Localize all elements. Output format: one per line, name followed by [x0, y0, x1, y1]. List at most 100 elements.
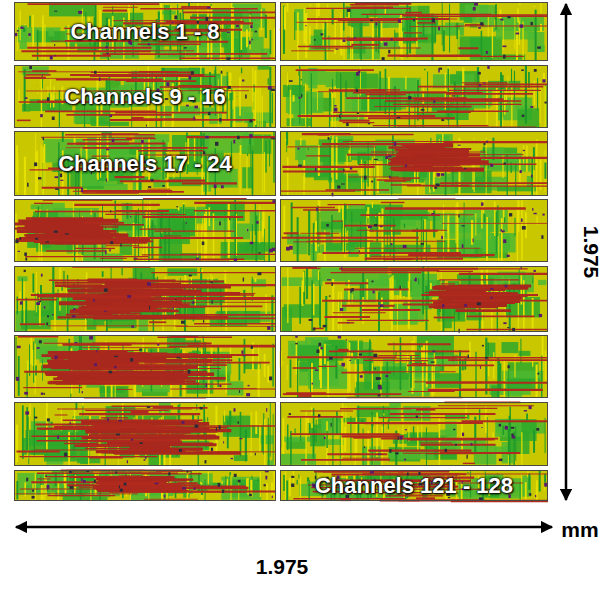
vertical-wire — [217, 278, 218, 279]
vertical-wire — [36, 151, 38, 194]
horizontal-wire — [439, 279, 519, 280]
cell-speck — [500, 19, 503, 21]
cell-speck — [337, 185, 340, 188]
cell-speck — [184, 47, 187, 48]
horizontal-wire — [348, 176, 399, 177]
cell-speck — [542, 79, 545, 82]
horizontal-wire — [455, 25, 548, 26]
vertical-wire — [403, 296, 404, 298]
cell-speck — [382, 57, 385, 60]
layout-block — [280, 266, 548, 333]
vertical-wire — [515, 163, 516, 196]
cell-speck — [503, 55, 505, 59]
congestion-wire — [24, 231, 104, 233]
horizontal-wire — [151, 272, 276, 273]
horizontal-wire — [326, 189, 389, 190]
horizontal-wire — [463, 163, 536, 164]
vertical-wire — [318, 3, 320, 16]
cell-speck — [47, 315, 49, 317]
cell-speck — [110, 241, 113, 244]
horizontal-wire — [437, 271, 473, 272]
vertical-wire — [230, 88, 232, 128]
vertical-wire — [318, 200, 319, 247]
horizontal-wire — [190, 17, 276, 19]
vertical-wire — [368, 141, 369, 186]
cell-speck — [186, 222, 187, 223]
horizontal-wire — [343, 141, 444, 142]
vertical-wire — [519, 4, 521, 6]
horizontal-wire — [368, 117, 455, 119]
horizontal-wire — [101, 133, 139, 135]
cell-speck — [329, 295, 331, 296]
horizontal-wire — [21, 50, 150, 52]
cell-speck — [458, 145, 461, 146]
horizontal-wire — [298, 46, 353, 48]
horizontal-wire — [142, 216, 243, 218]
cell-speck — [316, 208, 318, 211]
cell-speck — [313, 328, 315, 331]
horizontal-wire — [28, 3, 160, 5]
vertical-wire — [247, 153, 248, 156]
cell-speck — [109, 249, 111, 251]
cell-speck — [269, 249, 273, 253]
vertical-wire — [205, 222, 206, 262]
vertical-wire — [514, 14, 515, 49]
cell-speck — [438, 27, 440, 30]
vertical-wire — [294, 12, 295, 40]
horizontal-wire — [351, 6, 393, 8]
cell-speck — [131, 325, 134, 327]
cell-speck — [314, 39, 315, 41]
cell-speck — [356, 89, 358, 92]
horizontal-wire — [85, 296, 151, 298]
cell-speck — [148, 43, 151, 45]
cell-patch — [158, 209, 197, 232]
vertical-wire — [352, 294, 353, 303]
cell-speck — [249, 134, 252, 137]
vertical-wire — [268, 22, 269, 23]
cell-speck — [207, 7, 211, 9]
vertical-wire — [25, 298, 27, 332]
vertical-wire — [258, 364, 260, 398]
cell-speck — [110, 210, 111, 212]
vertical-wire — [308, 210, 310, 255]
vertical-wire — [269, 140, 270, 167]
vertical-wire — [283, 6, 285, 54]
layout-block — [14, 335, 276, 398]
vertical-wire — [287, 73, 288, 91]
horizontal-wire — [180, 284, 276, 286]
horizontal-wire — [72, 267, 150, 268]
vertical-wire — [540, 159, 542, 189]
horizontal-wire — [338, 322, 354, 323]
cell-speck — [106, 149, 109, 150]
cell-speck — [196, 258, 199, 260]
horizontal-wire — [322, 300, 439, 302]
vertical-wire — [366, 211, 367, 229]
cell-speck — [301, 94, 302, 98]
horizontal-wire — [75, 248, 115, 249]
cell-speck — [432, 18, 435, 22]
cell-speck — [481, 202, 483, 205]
cell-speck — [245, 95, 247, 99]
vertical-wire — [331, 89, 332, 128]
cell-speck — [20, 27, 23, 29]
cell-speck — [193, 117, 195, 121]
horizontal-wire — [183, 11, 276, 13]
cell-speck — [226, 57, 230, 59]
vertical-wire — [324, 230, 326, 262]
vertical-wire — [227, 72, 228, 121]
cell-speck — [298, 148, 300, 150]
cell-speck — [507, 255, 510, 257]
cell-speck — [39, 301, 41, 302]
congestion-wire — [456, 297, 501, 301]
cell-speck — [120, 243, 121, 246]
cell-speck — [516, 33, 520, 35]
horizontal-wire — [76, 380, 162, 382]
cell-speck — [532, 208, 533, 210]
cell-patch — [282, 307, 292, 331]
horizontal-wire — [284, 232, 299, 234]
vertical-wire — [268, 78, 269, 85]
cell-speck — [343, 40, 346, 42]
horizontal-wire — [355, 248, 480, 249]
cell-speck — [490, 288, 493, 290]
horizontal-wire — [452, 300, 548, 302]
